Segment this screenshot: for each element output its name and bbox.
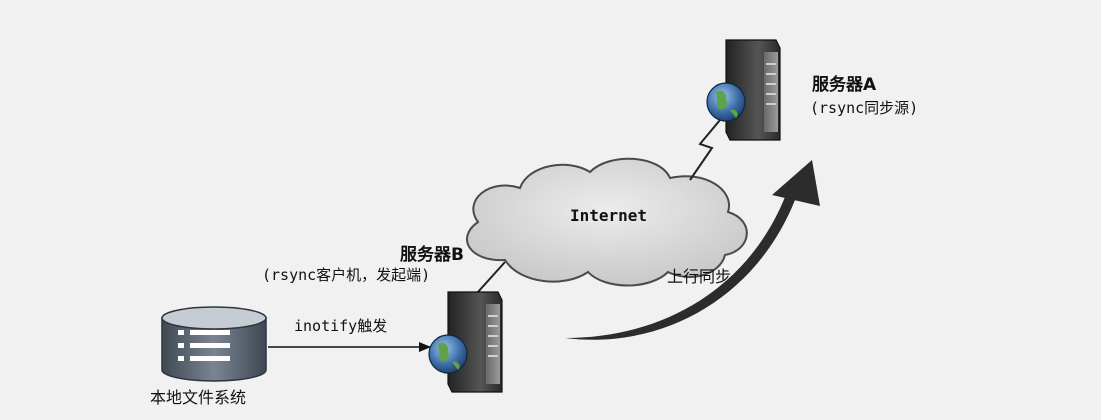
server-b-title: 服务器B [400, 245, 464, 265]
database-icon [161, 306, 267, 382]
server-b-subtitle: (rsync客户机，发起端) [262, 266, 431, 284]
server-a-title: 服务器A [812, 75, 877, 95]
link-cloud-to-a [689, 107, 731, 181]
upload-arrow [565, 160, 820, 340]
inotify-label: inotify触发 [294, 317, 388, 335]
local-fs-label: 本地文件系统 [150, 388, 247, 407]
cloud-label: Internet [570, 206, 648, 225]
server-globe-icon [706, 39, 781, 141]
server-a-subtitle: (rsync同步源) [810, 99, 919, 117]
server-globe-icon [428, 291, 503, 393]
upload-label: 上行同步 [667, 267, 732, 286]
cloud-icon [466, 157, 748, 287]
